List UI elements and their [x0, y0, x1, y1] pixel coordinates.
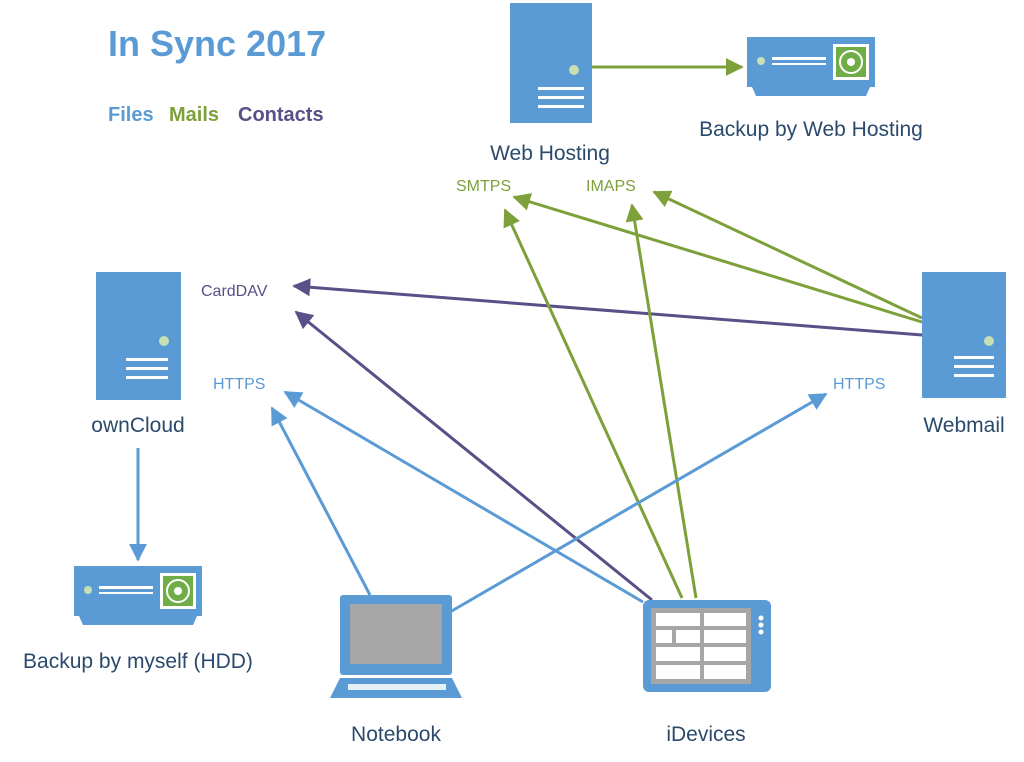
- legend-files: Files: [108, 104, 154, 126]
- protocol-https-right: HTTPS: [833, 376, 885, 393]
- edge-webmail-to-imaps: [652, 190, 923, 320]
- protocol-carddav: CardDAV: [201, 283, 268, 300]
- diagram-title: In Sync 2017: [108, 23, 326, 64]
- server-icon: [922, 272, 1006, 398]
- protocol-smtps: SMTPS: [456, 178, 511, 195]
- protocol-imaps: IMAPS: [586, 178, 636, 195]
- edge-idevices-to-carddav: [294, 310, 653, 602]
- edge-idevices-to-https-left: [283, 390, 644, 604]
- edge-idevices-to-imaps: [625, 203, 698, 599]
- connections: [129, 58, 923, 614]
- edge-idevices-to-smtps: [503, 208, 684, 599]
- node-label-backup-myself: Backup by myself (HDD): [23, 650, 253, 673]
- laptop-icon: [330, 595, 462, 698]
- backup-drive-icon: [74, 566, 202, 625]
- backup-drive-icon: [747, 37, 875, 96]
- protocol-https-left: HTTPS: [213, 376, 265, 393]
- edge-webmail-to-smtps: [512, 193, 923, 324]
- edge-notebook-to-https-right: [449, 392, 828, 614]
- node-label-webmail: Webmail: [923, 414, 1004, 437]
- node-label-owncloud: ownCloud: [91, 414, 184, 437]
- edge-notebook-to-https-left: [270, 406, 372, 596]
- server-icon: [96, 272, 181, 400]
- edge-webmail-to-carddav: [292, 278, 923, 337]
- node-label-idevices: iDevices: [666, 723, 745, 746]
- server-icon: [510, 3, 592, 123]
- legend-contacts: Contacts: [238, 104, 324, 126]
- node-label-notebook: Notebook: [351, 723, 441, 746]
- node-label-backup-web-hosting: Backup by Web Hosting: [699, 118, 923, 141]
- legend-mails: Mails: [169, 104, 219, 126]
- node-label-web-hosting: Web Hosting: [490, 142, 610, 165]
- tablet-icon: [643, 600, 771, 692]
